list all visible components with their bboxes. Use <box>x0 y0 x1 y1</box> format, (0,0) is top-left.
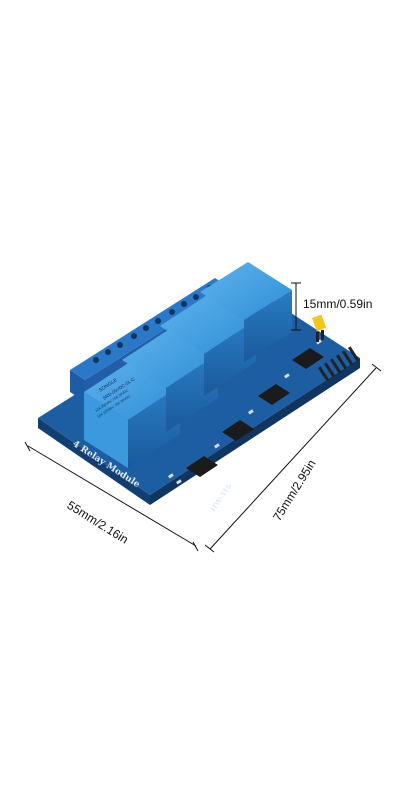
header-pins <box>318 346 360 382</box>
dimension-lines <box>24 282 382 553</box>
yellow-jumper <box>312 314 327 342</box>
height-dimension-label: 15mm/0.59in <box>303 297 373 311</box>
model-label: HW-316 <box>208 482 233 513</box>
optocoupler-chips <box>186 348 324 477</box>
relay-4 <box>200 262 292 362</box>
